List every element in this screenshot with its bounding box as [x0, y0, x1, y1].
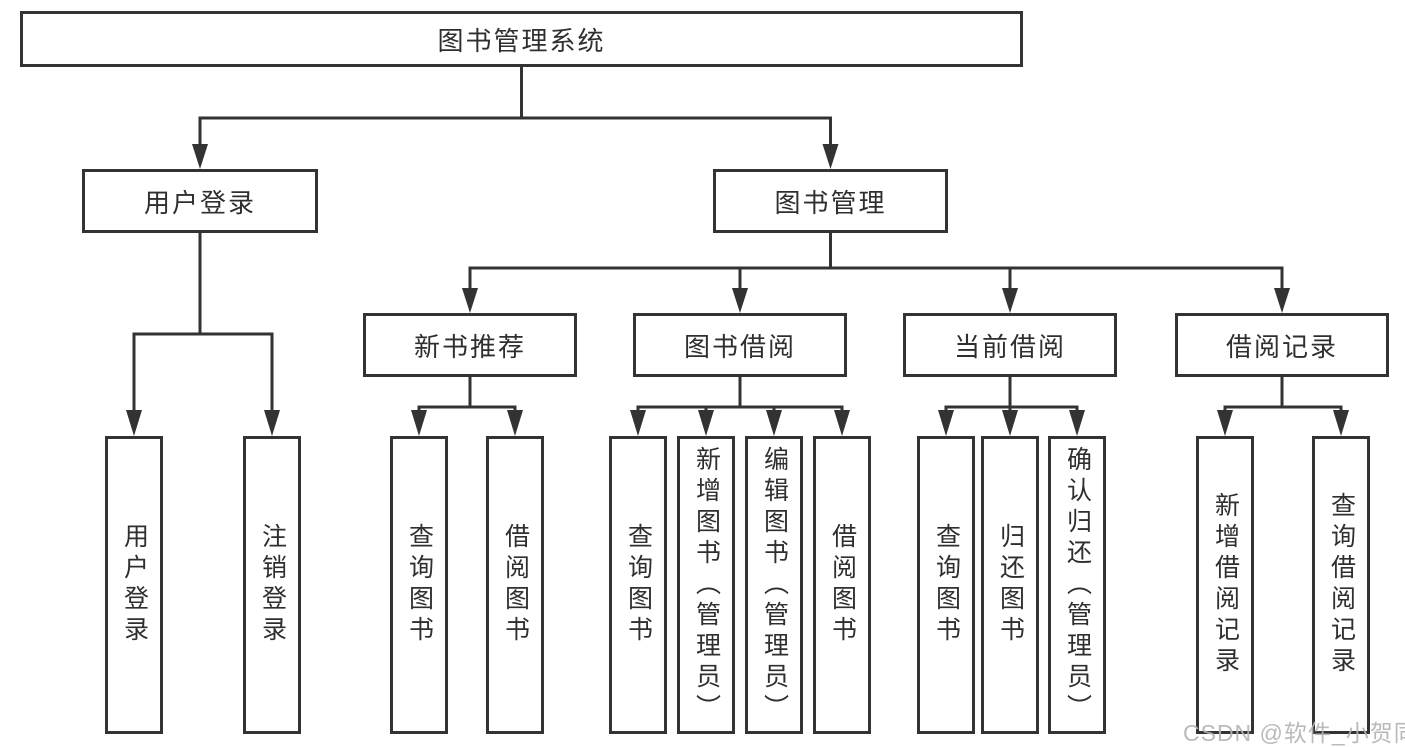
node-library-system: 图书管理系统: [20, 11, 1023, 67]
leaf-user-login-label: 用户登录: [120, 523, 149, 647]
leaf-borrow-add-books-admin: 新增图书（管理员）: [677, 436, 735, 734]
node-book-management: 图书管理: [713, 169, 948, 233]
leaf-current-confirm-return-admin: 确认归还（管理员）: [1048, 436, 1106, 734]
node-user-login: 用户登录: [82, 169, 318, 233]
leaf-user-login: 用户登录: [105, 436, 163, 734]
leaf-current-confirm-return-admin-label: 确认归还（管理员）: [1063, 445, 1092, 725]
node-current-borrowing: 当前借阅: [903, 313, 1117, 377]
leaf-current-return-books: 归还图书: [981, 436, 1039, 734]
leaf-borrow-edit-books-admin-label: 编辑图书（管理员）: [760, 445, 789, 725]
leaf-newbook-query-books: 查询图书: [390, 436, 448, 734]
leaf-newbook-query-books-label: 查询图书: [405, 523, 434, 647]
leaf-records-query-borrow-record: 查询借阅记录: [1312, 436, 1370, 734]
leaf-logout: 注销登录: [243, 436, 301, 734]
leaf-borrow-edit-books-admin: 编辑图书（管理员）: [745, 436, 803, 734]
leaf-records-query-borrow-record-label: 查询借阅记录: [1327, 492, 1356, 678]
leaf-current-query-books-label: 查询图书: [932, 523, 961, 647]
leaf-newbook-borrow-books-label: 借阅图书: [501, 523, 530, 647]
leaf-borrow-add-books-admin-label: 新增图书（管理员）: [692, 445, 721, 725]
leaf-current-query-books: 查询图书: [917, 436, 975, 734]
node-book-borrowing: 图书借阅: [633, 313, 847, 377]
node-borrowing-records: 借阅记录: [1175, 313, 1389, 377]
leaf-borrow-query-books: 查询图书: [609, 436, 667, 734]
leaf-current-return-books-label: 归还图书: [996, 523, 1025, 647]
node-new-book-recommend: 新书推荐: [363, 313, 577, 377]
leaf-records-add-borrow-record: 新增借阅记录: [1196, 436, 1254, 734]
leaf-newbook-borrow-books: 借阅图书: [486, 436, 544, 734]
csdn-watermark: CSDN @软件_小贺同学: [1183, 720, 1405, 746]
leaf-borrow-borrow-books-label: 借阅图书: [828, 523, 857, 647]
leaf-borrow-borrow-books: 借阅图书: [813, 436, 871, 734]
leaf-borrow-query-books-label: 查询图书: [624, 523, 653, 647]
leaf-logout-label: 注销登录: [258, 523, 287, 647]
leaf-records-add-borrow-record-label: 新增借阅记录: [1211, 492, 1240, 678]
